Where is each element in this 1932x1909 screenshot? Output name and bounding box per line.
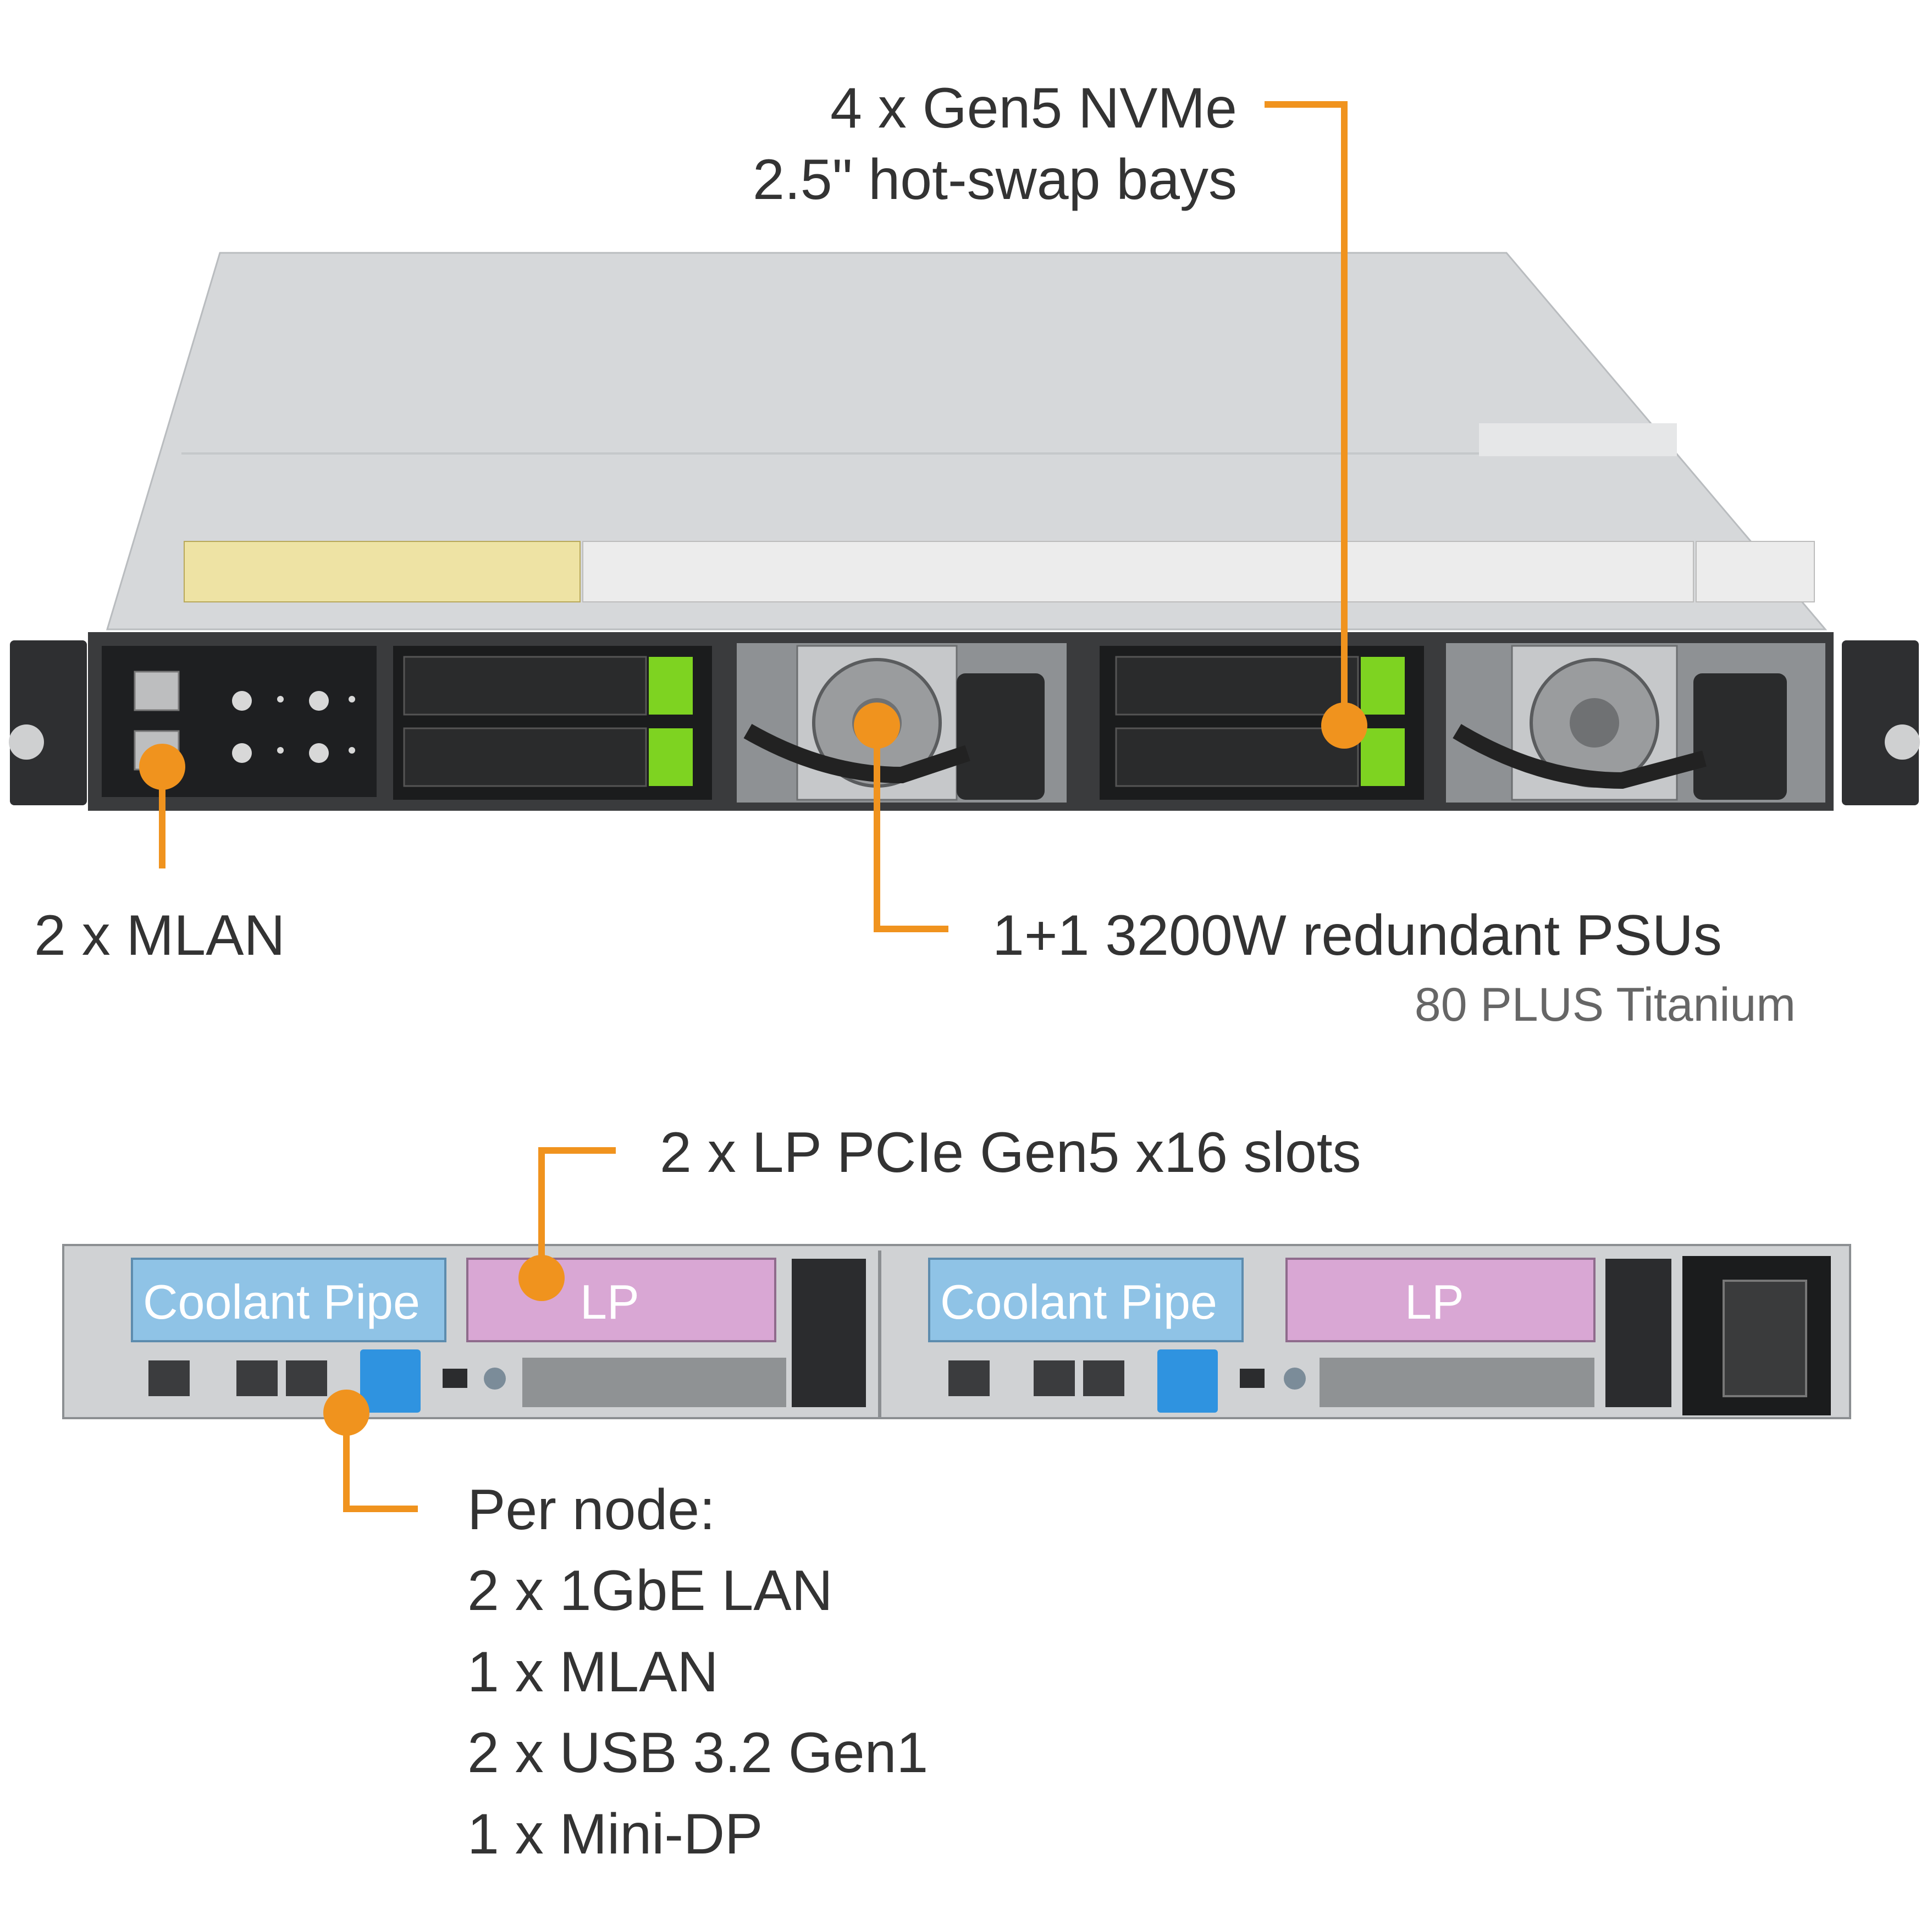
- usb-ports-1: [360, 1349, 421, 1413]
- lp-slot-1: [466, 1258, 776, 1342]
- dot-pcie: [518, 1255, 565, 1301]
- mini-dp-2: [1240, 1369, 1265, 1388]
- dot-per-node: [323, 1390, 369, 1436]
- per-node-item-lan: 2 x 1GbE LAN: [467, 1559, 833, 1623]
- lan-port-2a: [948, 1360, 990, 1396]
- per-node-heading: Per node:: [467, 1478, 715, 1542]
- lan-port-2b: [1034, 1360, 1075, 1396]
- psu-right: [1446, 643, 1825, 803]
- lan-port-1a: [148, 1360, 190, 1396]
- per-node-item-minidp: 1 x Mini-DP: [467, 1802, 763, 1866]
- lan-port-1c: [286, 1360, 327, 1396]
- lp-label-1: LP: [580, 1275, 639, 1329]
- coolant-pipe-panel-1: [131, 1258, 446, 1342]
- nvme-callout-line1: 4 x Gen5 NVMe: [830, 76, 1237, 140]
- quick-guide-sticker: [582, 541, 1694, 602]
- lan-port-1b: [236, 1360, 278, 1396]
- psu-callout-line1: 1+1 3200W redundant PSUs: [992, 904, 1722, 967]
- callout-dots: [139, 702, 1367, 1436]
- rack-ear-right: [1842, 640, 1919, 805]
- coolant-pipe-panel-2: [928, 1258, 1244, 1342]
- leader-nvme: [1265, 101, 1348, 726]
- coolant-pipe-label-1: Coolant Pipe: [143, 1275, 420, 1329]
- lp-label-2: LP: [1405, 1275, 1464, 1329]
- leader-pcie: [538, 1147, 616, 1278]
- nvme-bays-left: [393, 646, 712, 800]
- pcie-callout: 2 x LP PCIe Gen5 x16 slots: [660, 1121, 1361, 1185]
- mlan-port-1: [134, 671, 180, 711]
- server-front-view: [9, 252, 1920, 811]
- chassis-top: [106, 252, 1828, 630]
- rear-node-2: [928, 1258, 1671, 1413]
- nvme-callout-line2: 2.5" hot-swap bays: [753, 148, 1237, 212]
- coolant-pipe-label-2: Coolant Pipe: [940, 1275, 1217, 1329]
- lp-slot-2: [1285, 1258, 1596, 1342]
- server-rear-view: [62, 1244, 1851, 1419]
- per-node-item-usb: 2 x USB 3.2 Gen1: [467, 1721, 929, 1785]
- leader-psu: [874, 726, 948, 932]
- mini-dp-1: [443, 1369, 467, 1388]
- dot-mlan: [139, 744, 185, 790]
- dot-psu: [854, 702, 900, 749]
- dot-nvme: [1321, 702, 1367, 749]
- mlan-front-callout: 2 x MLAN: [34, 904, 285, 967]
- leader-per-node: [343, 1413, 418, 1512]
- rear-node-1: [131, 1258, 866, 1413]
- usb-ports-2: [1157, 1349, 1218, 1413]
- per-node-item-mlan: 1 x MLAN: [467, 1640, 719, 1704]
- callout-leaders: [159, 101, 1348, 1512]
- caution-sticker: [184, 541, 581, 602]
- psu-callout-line2: 80 PLUS Titanium: [1414, 978, 1796, 1031]
- psu-left: [737, 643, 1067, 803]
- lan-port-2c: [1083, 1360, 1124, 1396]
- rack-ear-left: [10, 640, 87, 805]
- nvme-bays-right: [1100, 646, 1424, 800]
